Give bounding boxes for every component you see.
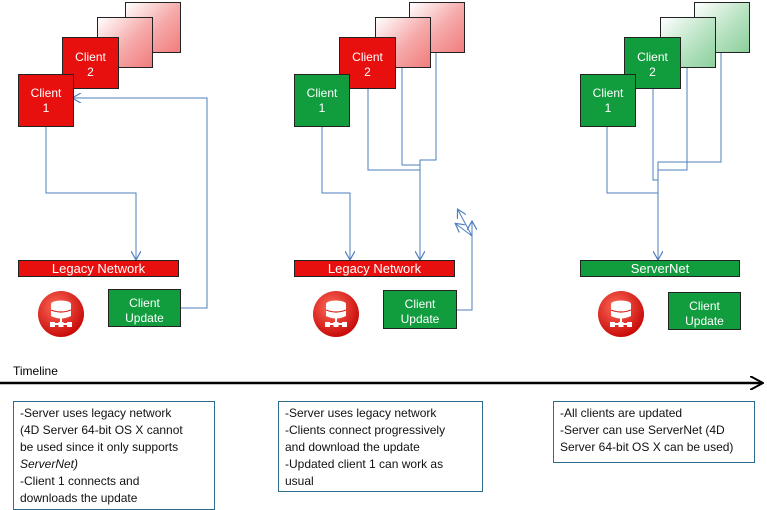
phase1-note-line: -Client 1 connects and	[20, 474, 140, 488]
phase1-note-line: be used since it only supports	[20, 440, 179, 454]
phase3-client2-to-network	[652, 76, 658, 181]
phase3-note-line: -All clients are updated	[560, 406, 683, 420]
phase2-note-line: -Server uses legacy network	[285, 406, 437, 420]
phase1-client-update-box: Client Update	[108, 289, 181, 327]
phase1-notes: -Server uses legacy network (4D Server 6…	[13, 401, 215, 510]
phase2-note-line: -Updated client 1 can work as	[285, 457, 444, 471]
phase3-client3-to-network	[658, 50, 688, 171]
phase2-update-branch-b	[456, 224, 473, 237]
phase3-client1-label: Client 1	[592, 86, 624, 115]
phase1-note-line: (4D Server 64-bit OS X cannot	[20, 423, 183, 437]
phase1-client1-label: Client 1	[30, 86, 62, 115]
phase3-note-line: Server 64-bit OS X can be used)	[560, 440, 734, 454]
phase2-network-bar: Legacy Network	[294, 260, 455, 277]
phase2-client3-to-network	[401, 50, 420, 166]
database-server-icon	[38, 291, 84, 337]
phase1-client2-label: Client 2	[75, 50, 106, 79]
database-server-icon	[313, 291, 359, 337]
phase1-note-line: ServerNet)	[20, 457, 79, 471]
phase2-client1-label: Client 1	[306, 86, 338, 115]
phase3-client2-label: Client 2	[637, 50, 668, 79]
phase2-client4-to-network	[419, 33, 437, 259]
phase3-client-update-box: Client Update	[668, 292, 741, 330]
phase1-note-line: downloads the update	[20, 491, 138, 505]
phase2-client1-box: Client 1	[294, 74, 350, 127]
phase2-note-line: usual	[285, 474, 314, 488]
phase3-network-bar: ServerNet	[580, 260, 740, 277]
phase3-client1-to-network	[606, 126, 658, 259]
phase1-note-line: -Server uses legacy network	[20, 406, 172, 420]
phase3-client1-box: Client 1	[580, 74, 636, 127]
phase2-client-update-box: Client Update	[383, 290, 457, 329]
phase2-update-out-line	[457, 222, 472, 311]
phase3-client4-to-network	[657, 33, 722, 259]
phase2-client2-to-network	[367, 76, 420, 259]
phase2-notes: -Server uses legacy network -Clients con…	[278, 401, 483, 492]
phase2-note-line: and download the update	[285, 440, 420, 454]
phase1-update-to-client1	[73, 98, 208, 309]
phase3-notes: -All clients are updated -Server can use…	[553, 401, 755, 463]
phase1-client1-to-network	[45, 126, 136, 259]
phase2-update-branch-a	[458, 210, 473, 237]
phase1-client1-box: Client 1	[18, 74, 74, 127]
phase2-client2-label: Client 2	[352, 50, 383, 79]
timeline-label: Timeline	[13, 364, 58, 378]
phase3-note-line: -Server can use ServerNet (4D	[560, 423, 725, 437]
phase1-network-bar: Legacy Network	[18, 260, 179, 277]
phase2-client1-to-network	[321, 126, 350, 259]
phase2-note-line: -Clients connect progressively	[285, 423, 446, 437]
database-server-icon	[598, 291, 644, 337]
